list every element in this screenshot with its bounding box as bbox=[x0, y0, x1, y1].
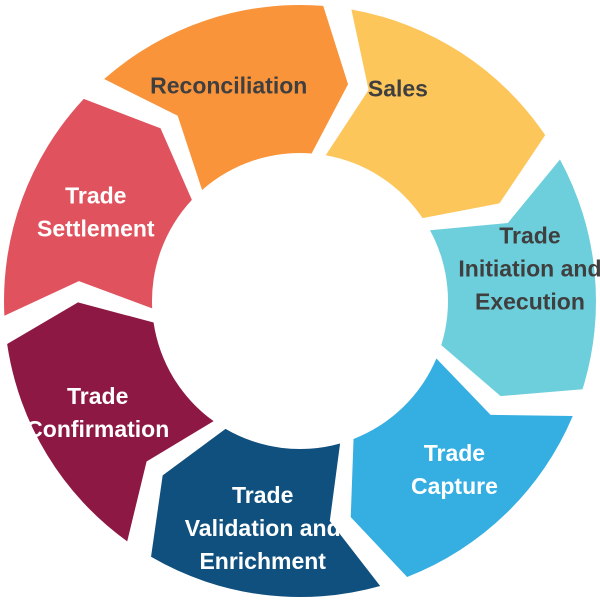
label-line: Trade bbox=[65, 182, 126, 208]
segment-trade-settlement bbox=[4, 98, 192, 316]
label-line: Trade bbox=[499, 222, 560, 248]
segment-trade-validation-enrichment bbox=[151, 428, 381, 598]
label-line: Trade bbox=[232, 482, 293, 508]
segment-reconciliation bbox=[104, 4, 349, 191]
label-line: Reconciliation bbox=[150, 73, 307, 99]
segment-trade-confirmation bbox=[7, 302, 214, 542]
label-line: Capture bbox=[411, 473, 498, 499]
label-line: Enrichment bbox=[199, 548, 326, 574]
label-line: Confirmation bbox=[26, 416, 169, 442]
label-line: Execution bbox=[475, 288, 585, 314]
label-line: Settlement bbox=[37, 215, 155, 241]
segment-trade-capture bbox=[350, 358, 573, 577]
label-line: Sales bbox=[368, 76, 428, 102]
label-line: Trade bbox=[424, 440, 485, 466]
label-sales: Sales bbox=[368, 76, 428, 102]
segment-sales bbox=[325, 9, 546, 219]
segment-trade-initiation-execution bbox=[429, 159, 596, 397]
label-line: Trade bbox=[67, 383, 128, 409]
cycle-segments bbox=[4, 4, 596, 598]
label-line: Validation and bbox=[185, 515, 341, 541]
label-line: Initiation and bbox=[458, 255, 600, 281]
label-reconciliation: Reconciliation bbox=[150, 73, 307, 99]
